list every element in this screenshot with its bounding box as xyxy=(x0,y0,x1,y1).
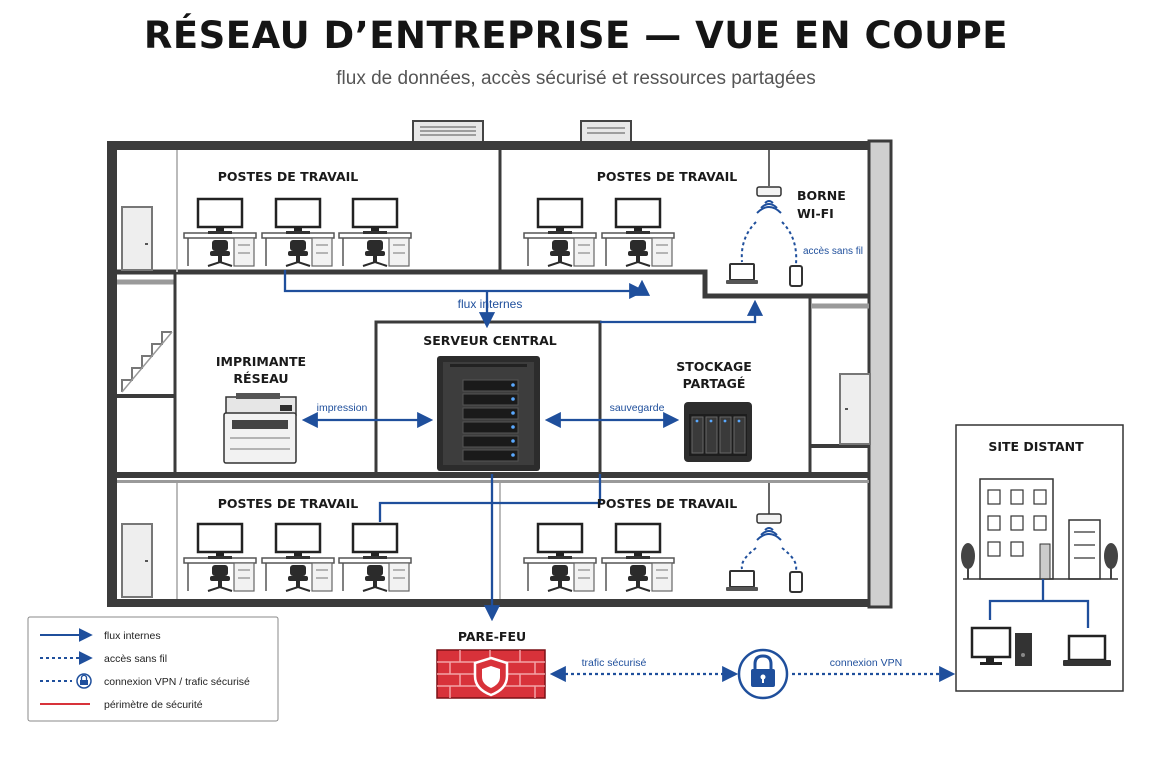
server-label: SERVEUR CENTRAL xyxy=(423,333,557,348)
page-title: RÉSEAU D’ENTREPRISE — VUE EN COUPE xyxy=(143,14,1009,57)
remote-laptop xyxy=(1063,634,1111,666)
door-top-left xyxy=(121,206,153,271)
legend-internal-label: flux internes xyxy=(104,630,161,642)
legend-perimeter-label: périmètre de sécurité xyxy=(104,699,203,711)
central-server xyxy=(437,356,540,471)
firewall xyxy=(436,649,546,699)
printer-label-line2: RÉSEAU xyxy=(233,371,288,386)
wireless-flow-label: accès sans fil xyxy=(803,246,863,257)
door-right xyxy=(839,373,871,445)
lock-icon xyxy=(737,648,789,700)
stairs xyxy=(121,331,172,392)
shared-storage xyxy=(684,402,752,462)
wifi-label-line2: WI-FI xyxy=(797,206,834,221)
legend-vpn-label: connexion VPN / trafic sécurisé xyxy=(104,676,250,688)
room-label-top-right: POSTES DE TRAVAIL xyxy=(597,169,738,184)
storage-label-line2: PARTAGÉ xyxy=(683,376,746,391)
internal-flow-label: flux internes xyxy=(458,297,523,311)
printer xyxy=(223,393,297,464)
storage-label-line1: STOCKAGE xyxy=(676,359,752,374)
workstations-bottom-right xyxy=(522,522,676,593)
wifi-access-point-bottom xyxy=(756,483,782,541)
page-subtitle: flux de données, accès sécurisé et resso… xyxy=(336,68,816,89)
firewall-label: PARE-FEU xyxy=(458,629,526,644)
wireless-links xyxy=(740,221,798,571)
internal-flow-lines xyxy=(283,270,764,622)
printing-flow-label: impression xyxy=(317,402,368,414)
remote-site-label: SITE DISTANT xyxy=(988,439,1084,454)
legend xyxy=(27,616,279,722)
remote-desktop xyxy=(970,626,1032,666)
wifi-label-line1: BORNE xyxy=(797,188,846,203)
wifi-access-point-top xyxy=(756,150,782,214)
workstations-top-right xyxy=(522,197,676,268)
backup-flow-label: sauvegarde xyxy=(610,402,665,414)
remote-site xyxy=(955,424,1124,692)
room-label-bottom-right: POSTES DE TRAVAIL xyxy=(597,496,738,511)
workstations-top-left xyxy=(182,197,413,268)
vpn-label: connexion VPN xyxy=(830,657,902,669)
room-label-top-left: POSTES DE TRAVAIL xyxy=(218,169,359,184)
legend-wireless-label: accès sans fil xyxy=(104,653,167,665)
roof-vent-right xyxy=(580,120,632,143)
room-label-bottom-left: POSTES DE TRAVAIL xyxy=(218,496,359,511)
secure-traffic-label: trafic sécurisé xyxy=(582,657,647,669)
printer-label-line1: IMPRIMANTE xyxy=(216,354,306,369)
workstations-bottom-left xyxy=(182,522,413,593)
door-bottom-left xyxy=(121,523,153,598)
